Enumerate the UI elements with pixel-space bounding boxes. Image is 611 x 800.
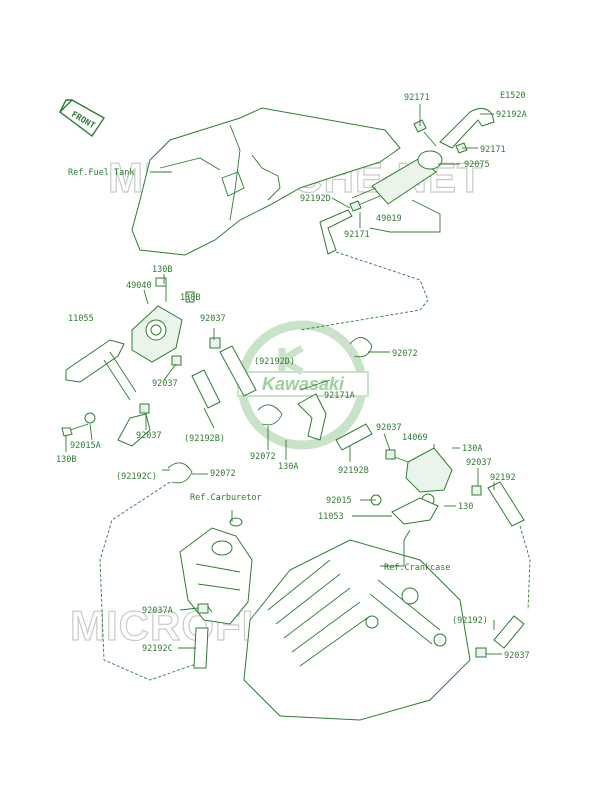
hose-92192B-left — [171, 355, 221, 409]
callout-92192B: 92192B — [338, 466, 369, 476]
callout-92075: 92075 — [464, 160, 490, 170]
callout-92192-paren: (92192) — [452, 616, 488, 626]
callout-92171: 92171 — [404, 93, 430, 103]
clamp-92072-right — [257, 404, 283, 426]
clamp-92171-top — [349, 119, 468, 212]
callout-11055: 11055 — [68, 314, 94, 324]
callout-92037: 92037 — [152, 379, 178, 389]
ref-fuel-tank: Ref.Fuel Tank — [68, 168, 135, 178]
hose-92192C-low — [193, 603, 209, 669]
callout-92037: 92037 — [376, 423, 402, 433]
hose-92192-right — [487, 481, 525, 527]
fuel-pump-49040 — [131, 277, 195, 363]
callout-92037: 92037 — [504, 651, 530, 661]
leader-lines — [65, 104, 502, 655]
fuel-filter — [351, 150, 443, 207]
callout-92072: 92072 — [210, 469, 236, 479]
clip-92171A — [297, 393, 327, 441]
callout-92015A: 92015A — [70, 441, 101, 451]
callout-92192C-paren: (92192C) — [116, 472, 157, 482]
fuel-line-path-right — [519, 525, 531, 611]
callout-130: 130 — [458, 502, 473, 512]
callout-130B: 130B — [56, 455, 76, 465]
front-arrow-icon: FRONT — [58, 99, 106, 138]
callout-92037: 92037 — [200, 314, 226, 324]
carburetor — [179, 517, 253, 625]
hose-92192A — [423, 108, 495, 149]
callout-92015: 92015 — [326, 496, 352, 506]
hose-92192D — [319, 209, 353, 255]
callout-92171: 92171 — [480, 145, 506, 155]
callout-130B: 130B — [180, 293, 200, 303]
callout-92192A: 92192A — [496, 110, 527, 120]
crankcase — [243, 539, 471, 721]
hose-92192C — [117, 403, 151, 447]
ref-crankcase: Ref.Crankcase — [384, 563, 451, 573]
callout-92037: 92037 — [136, 431, 162, 441]
hose-92192B — [335, 423, 373, 451]
clamp-92072-low — [167, 462, 193, 484]
callout-49040: 49040 — [126, 281, 152, 291]
hose-92192D-mid — [209, 337, 257, 397]
logo-text: Kawasaki — [262, 374, 345, 394]
bracket-11053 — [370, 494, 439, 525]
callout-92072: 92072 — [392, 349, 418, 359]
callout-14069: 14069 — [402, 433, 428, 443]
callout-130A: 130A — [278, 462, 298, 472]
callout-92171A: 92171A — [324, 391, 355, 401]
callout-92037A: 92037A — [142, 606, 173, 616]
callout-92192C: 92192C — [142, 644, 173, 654]
bolt-130B — [61, 423, 89, 437]
callout-11053: 11053 — [318, 512, 344, 522]
callout-92192D-paren: (92192D) — [254, 357, 295, 367]
callout-92192D: 92192D — [300, 194, 331, 204]
fuel-line-path — [299, 251, 429, 331]
callout-92037: 92037 — [466, 458, 492, 468]
callout-130B: 130B — [152, 265, 172, 275]
callout-92192: 92192 — [490, 473, 516, 483]
callout-92171: 92171 — [344, 230, 370, 240]
fuel-cock-14069 — [385, 447, 482, 507]
diagram-code: E1520 — [500, 91, 526, 101]
callout-92072: 92072 — [250, 452, 276, 462]
callout-130A: 130A — [462, 444, 482, 454]
hose-92192-low — [475, 615, 525, 658]
kawasaki-logo: Kawasaki — [237, 320, 369, 450]
fuel-tank-shape — [131, 107, 401, 256]
callout-92192B-paren: (92192B) — [184, 434, 225, 444]
fuel-line-path-left — [99, 481, 197, 681]
clamp-92072-mid — [349, 337, 373, 358]
callout-49019: 49019 — [376, 214, 402, 224]
ref-carburetor: Ref.Carburetor — [190, 493, 262, 503]
bracket-11055 — [65, 339, 137, 424]
